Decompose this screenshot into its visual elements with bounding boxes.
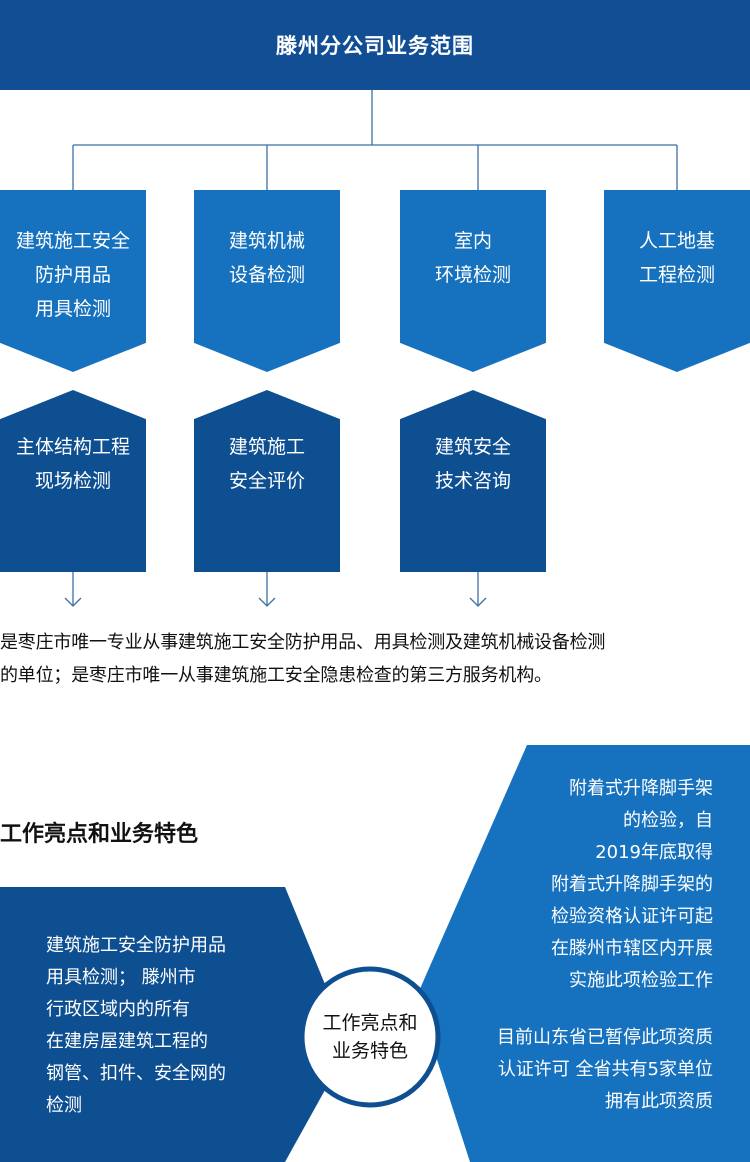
feature-line: 附着式升降脚手架的 <box>551 874 713 895</box>
scope-line: 建筑机械 <box>228 230 305 252</box>
feature-line: 在建房屋建筑工程的 <box>46 1031 208 1052</box>
features-center-label: 工作亮点和 业务特色 <box>305 967 435 1107</box>
connector-lines <box>64 90 678 607</box>
feature-line: 用具检测； 滕州市 <box>46 967 196 988</box>
feature-line: 附着式升降脚手架 <box>569 778 713 799</box>
left-feature-panel <box>0 887 350 1162</box>
scope-box-safety-evaluation: 建筑施工 安全评价 <box>194 390 340 572</box>
scope-line: 建筑施工安全 <box>15 230 130 252</box>
scope-line: 人工地基 <box>638 230 715 252</box>
features-graphic <box>0 745 750 1162</box>
page-title: 滕州分公司业务范围 <box>0 0 750 90</box>
scope-box-machinery: 建筑机械 设备检测 <box>194 190 340 372</box>
page-title-text: 滕州分公司业务范围 <box>276 34 474 58</box>
scope-line: 安全评价 <box>228 470 305 492</box>
scope-box-indoor-environment: 室内 环境检测 <box>400 190 546 372</box>
scope-line: 工程检测 <box>638 264 715 286</box>
scope-line: 防护用品 <box>34 264 111 286</box>
description-line: 是枣庄市唯一专业从事建筑施工安全防护用品、用具检测及建筑机械设备检测 <box>0 632 606 653</box>
bottom-right-feature-text: 目前山东省已暂停此项资质 认证许可 全省共有5家单位 拥有此项资质 <box>497 1022 713 1118</box>
scope-line: 技术咨询 <box>434 470 511 492</box>
scope-line: 用具检测 <box>34 298 111 320</box>
scope-line: 现场检测 <box>34 470 111 492</box>
center-circle <box>299 966 441 1108</box>
left-feature-text: 建筑施工安全防护用品 用具检测； 滕州市 行政区域内的所有 在建房屋建筑工程的 … <box>46 930 226 1122</box>
scope-line: 设备检测 <box>228 264 305 286</box>
center-line: 工作亮点和 <box>322 1012 418 1034</box>
scope-line: 建筑安全 <box>434 436 511 458</box>
feature-line: 在滕州市辖区内开展 <box>551 938 713 959</box>
feature-line: 建筑施工安全防护用品 <box>46 935 226 956</box>
description-line: 的单位；是枣庄市唯一从事建筑施工安全隐患检查的第三方服务机构。 <box>0 665 552 686</box>
feature-line: 检测 <box>46 1095 82 1116</box>
feature-line: 实施此项检验工作 <box>569 970 713 991</box>
features-section-title: 工作亮点和业务特色 <box>0 822 199 847</box>
scope-box-structure: 主体结构工程 现场检测 <box>0 390 146 572</box>
feature-line: 2019年底取得 <box>595 842 713 863</box>
scope-line: 环境检测 <box>434 264 511 286</box>
top-right-feature-text: 附着式升降脚手架 的检验，自 2019年底取得 附着式升降脚手架的 检验资格认证… <box>551 773 713 997</box>
scope-box-foundation: 人工地基 工程检测 <box>604 190 750 372</box>
feature-line: 钢管、扣件、安全网的 <box>46 1063 226 1084</box>
down-arrow-icon <box>64 572 82 607</box>
feature-line: 行政区域内的所有 <box>46 999 190 1020</box>
top-right-feature-panel <box>412 745 750 1007</box>
feature-line: 认证许可 全省共有5家单位 <box>497 1059 713 1080</box>
down-arrow-icon <box>469 572 487 607</box>
scope-box-consulting: 建筑安全 技术咨询 <box>400 390 546 572</box>
scope-line: 建筑施工 <box>228 436 305 458</box>
company-description: 是枣庄市唯一专业从事建筑施工安全防护用品、用具检测及建筑机械设备检测 的单位；是… <box>0 626 750 692</box>
feature-line: 目前山东省已暂停此项资质 <box>497 1027 713 1048</box>
down-arrow-icon <box>258 572 276 607</box>
scope-line: 室内 <box>453 230 492 252</box>
center-line: 业务特色 <box>331 1040 408 1062</box>
feature-line: 拥有此项资质 <box>605 1091 713 1112</box>
feature-line: 的检验，自 <box>623 810 713 831</box>
bottom-right-feature-panel <box>420 1007 750 1162</box>
feature-line: 检验资格认证许可起 <box>551 906 713 927</box>
scope-line: 主体结构工程 <box>15 436 130 458</box>
scope-box-safety-equipment: 建筑施工安全 防护用品 用具检测 <box>0 190 146 372</box>
